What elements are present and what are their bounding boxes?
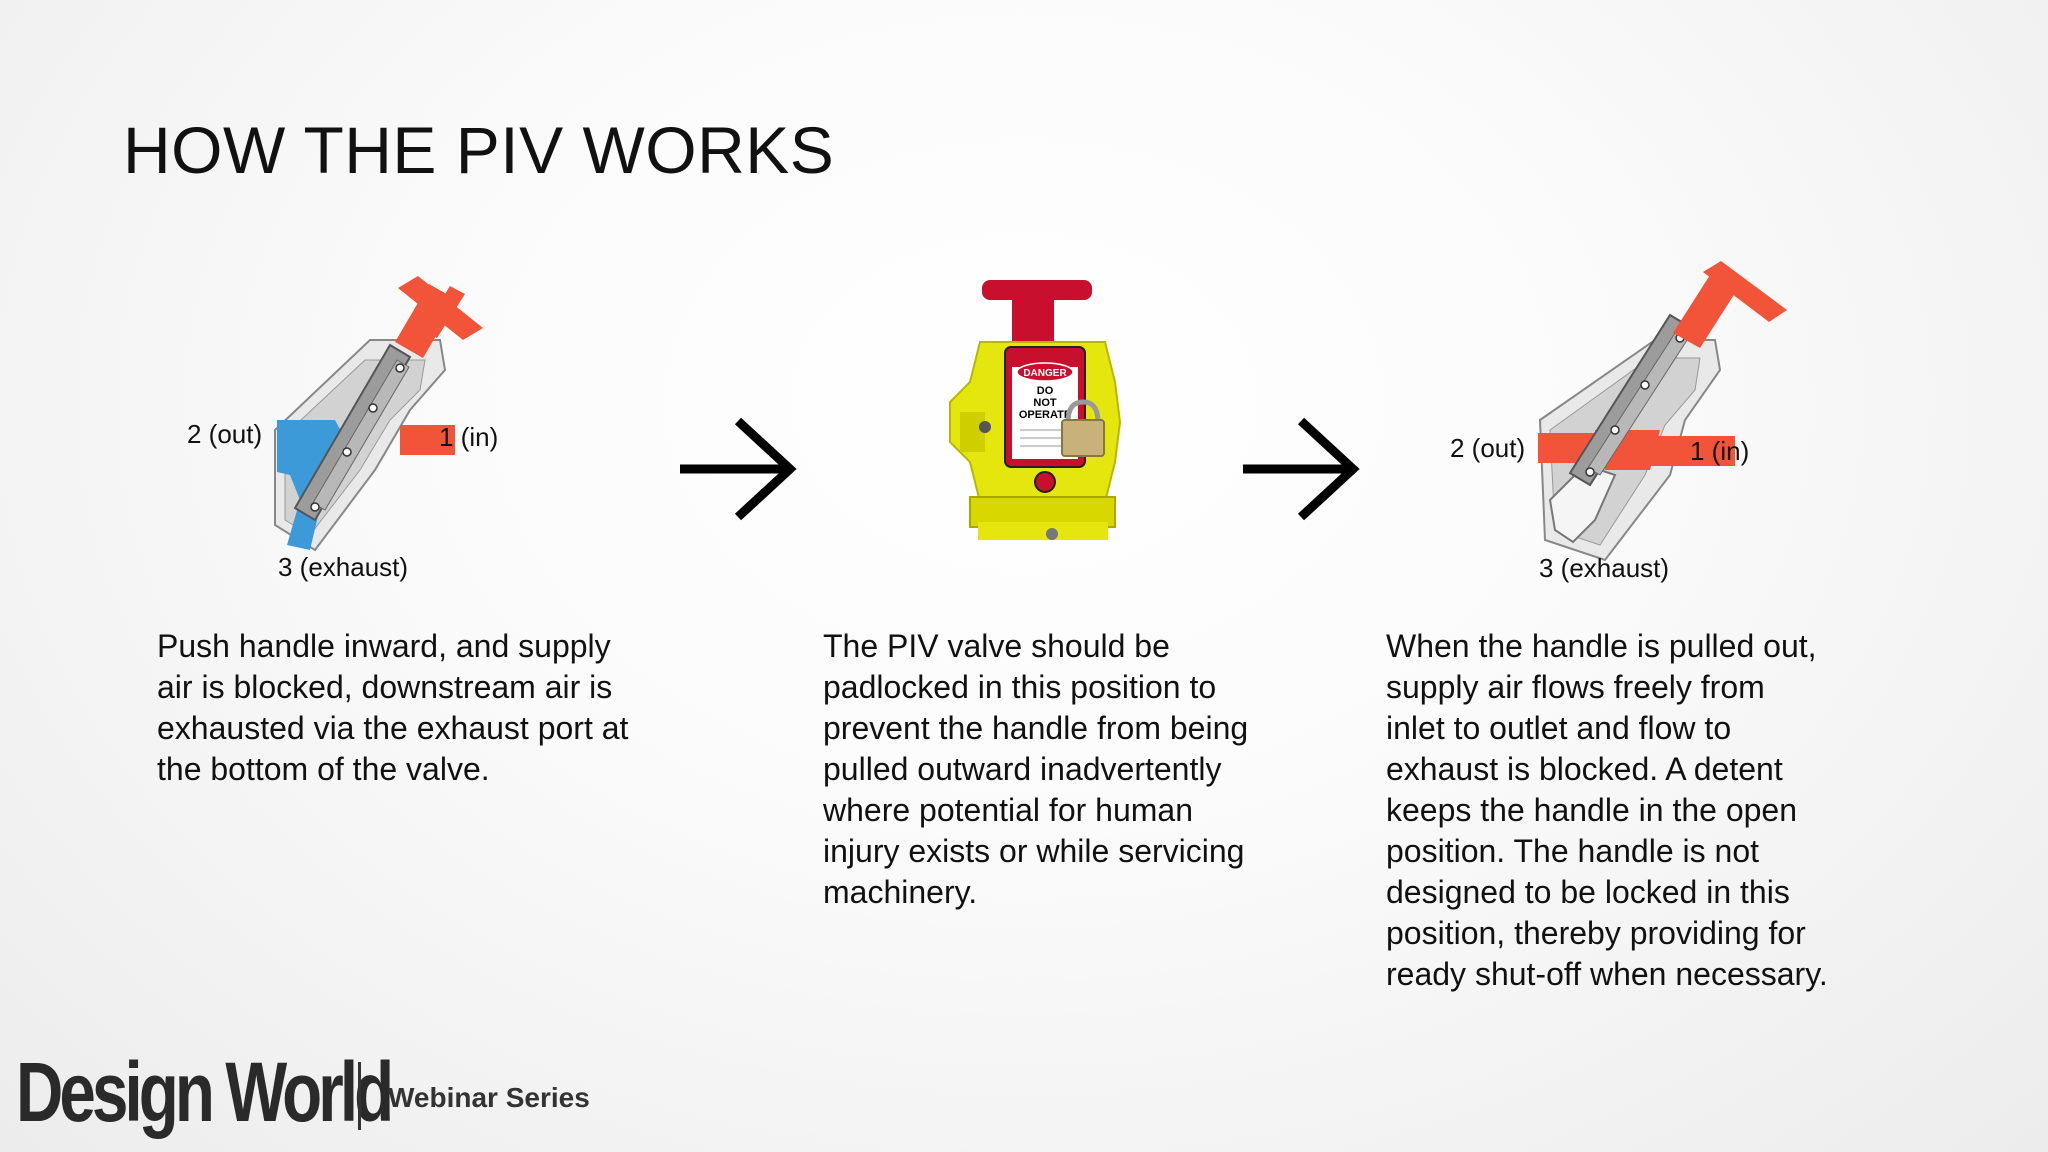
- valve-diagram-pulled: 2 (out) 1 (in) 3 (exhaust): [1450, 261, 1787, 583]
- caption-line: exhausted via the exhaust port at: [157, 710, 629, 746]
- svg-text:OPERATE: OPERATE: [1019, 409, 1071, 421]
- caption-line: ready shut-off when necessary.: [1386, 956, 1828, 992]
- danger-tag: DANGER DO NOT OPERATE: [1004, 346, 1086, 493]
- svg-text:DO: DO: [1037, 385, 1054, 397]
- caption-line: where potential for human: [823, 792, 1193, 828]
- webinar-series-label: Webinar Series: [388, 1082, 590, 1113]
- label-exhaust: 3 (exhaust): [1539, 553, 1669, 583]
- caption-line: pulled outward inadvertently: [823, 751, 1222, 787]
- valve-diagram-pushed: 2 (out) 1 (in) 3 (exhaust): [187, 276, 498, 582]
- label-in: 1 (in): [1690, 436, 1749, 466]
- label-in: 1 (in): [439, 422, 498, 452]
- padlocked-valve-illustration: DANGER DO NOT OPERATE: [949, 280, 1122, 540]
- caption-line: designed to be locked in this: [1386, 874, 1790, 910]
- label-out: 2 (out): [1450, 433, 1525, 463]
- caption-line: position. The handle is not: [1386, 833, 1759, 869]
- footer-divider: [358, 1062, 361, 1130]
- inlet-port: [400, 425, 455, 455]
- arrow-right-icon: [680, 417, 797, 521]
- caption-line: prevent the handle from being: [823, 710, 1249, 746]
- svg-text:NOT: NOT: [1033, 397, 1057, 409]
- caption-line: air is blocked, downstream air is: [157, 669, 613, 705]
- caption-line: exhaust is blocked. A detent: [1386, 751, 1783, 787]
- caption-line: injury exists or while servicing: [823, 833, 1245, 869]
- caption-left: Push handle inward, and supply air is bl…: [157, 626, 677, 790]
- svg-text:DANGER: DANGER: [1023, 368, 1067, 379]
- slide-title: HOW THE PIV WORKS: [123, 113, 835, 187]
- handle-red: [1673, 261, 1787, 348]
- label-out: 2 (out): [187, 419, 262, 449]
- inlet-port: [1645, 436, 1735, 466]
- caption-line: inlet to outlet and flow to: [1386, 710, 1732, 746]
- caption-line: When the handle is pulled out,: [1386, 628, 1817, 664]
- label-exhaust: 3 (exhaust): [278, 552, 408, 582]
- caption-line: padlocked in this position to: [823, 669, 1217, 705]
- caption-right: When the handle is pulled out, supply ai…: [1386, 626, 1926, 995]
- caption-line: machinery.: [823, 874, 978, 910]
- caption-line: Push handle inward, and supply: [157, 628, 611, 664]
- caption-line: The PIV valve should be: [823, 628, 1170, 664]
- arrow-right-icon: [1243, 417, 1360, 521]
- caption-line: position, thereby providing for: [1386, 915, 1806, 951]
- caption-line: keeps the handle in the open: [1386, 792, 1797, 828]
- caption-line: supply air flows freely from: [1386, 669, 1765, 705]
- handle-red: [395, 276, 483, 358]
- padlock-icon: [1061, 399, 1105, 457]
- caption-line: the bottom of the valve.: [157, 751, 490, 787]
- caption-middle: The PIV valve should be padlocked in thi…: [823, 626, 1343, 913]
- design-world-logo: Design World: [16, 1045, 394, 1139]
